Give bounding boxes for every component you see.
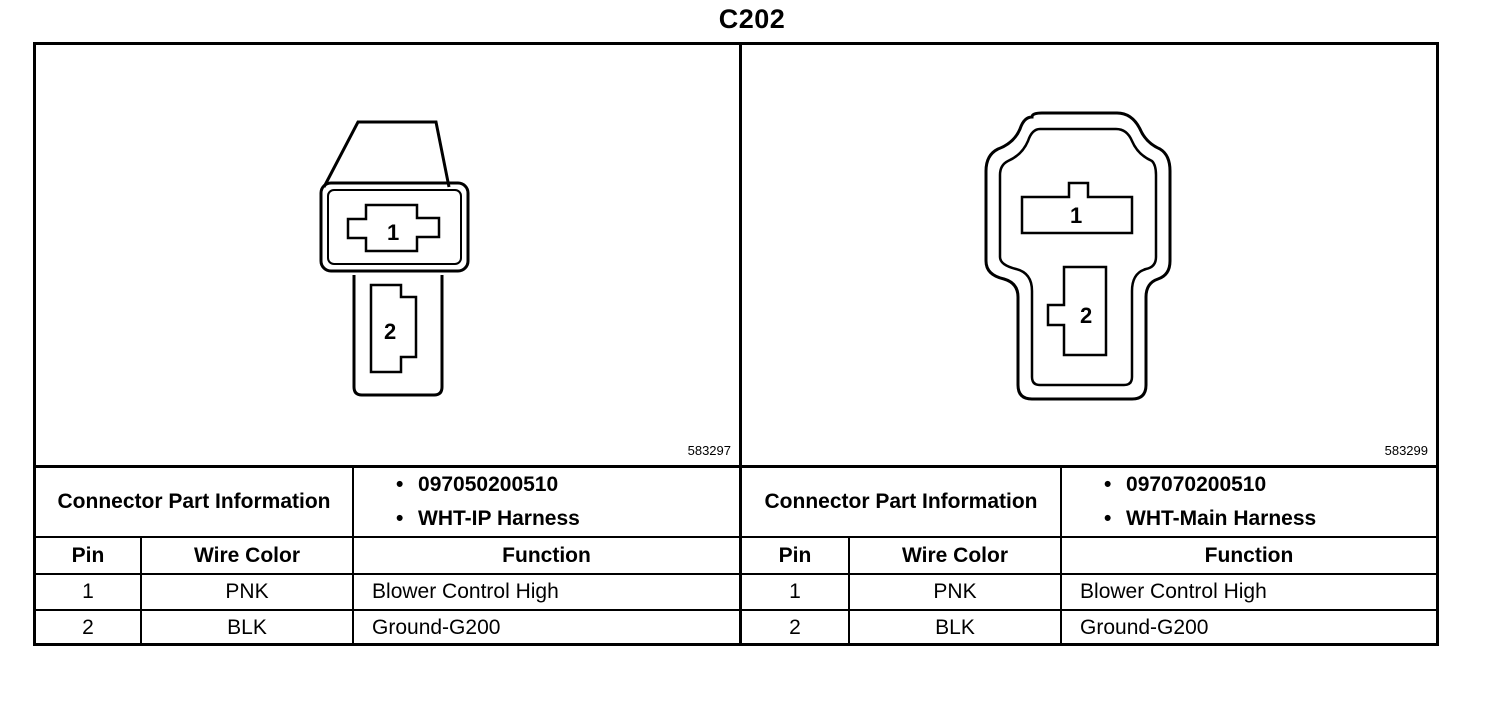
right-pin-label-1: 1 (1070, 203, 1082, 228)
left-pin-label-2: 2 (384, 319, 396, 344)
left-header-wire-color: Wire Color (139, 536, 355, 575)
table-row: 2 BLK Ground-G200 (36, 609, 739, 645)
table-row: 1 PNK Blower Control High (36, 573, 739, 611)
left-row-2-wire-color: BLK (139, 609, 355, 645)
right-pin-label-2: 2 (1080, 303, 1092, 328)
left-connector-part-label: Connector Part Information (36, 465, 355, 538)
right-header-function: Function (1060, 536, 1436, 575)
connector-frame: 1 2 583297 Connector Part Information •0… (33, 42, 1439, 646)
right-part-number: •097070200510 (1104, 473, 1267, 496)
left-header-function: Function (352, 536, 739, 575)
right-row-2-wire-color: BLK (847, 609, 1063, 645)
left-row-2-function: Ground-G200 (352, 609, 739, 645)
left-connector-shell-inner (327, 189, 462, 265)
right-part-info-cell: •097070200510 •WHT-Main Harness (1060, 465, 1436, 538)
left-harness: •WHT-IP Harness (396, 507, 580, 530)
left-pin-label-1: 1 (387, 220, 399, 245)
right-figure-id: 583299 (1384, 443, 1428, 458)
left-connector-tab (322, 120, 451, 188)
right-connector-table: Connector Part Information •097070200510… (742, 465, 1436, 645)
left-row-1-function: Blower Control High (352, 573, 739, 611)
right-row-2-function: Ground-G200 (1060, 609, 1436, 645)
left-connector-panel: 1 2 583297 Connector Part Information •0… (36, 45, 742, 645)
table-row: 2 BLK Ground-G200 (742, 609, 1436, 645)
right-connector-shell-inner (998, 127, 1158, 387)
left-row-2-pin: 2 (36, 609, 142, 645)
left-part-number: •097050200510 (396, 473, 559, 496)
left-connector-table: Connector Part Information •097050200510… (36, 465, 739, 645)
right-header-pin: Pin (742, 536, 850, 575)
right-connector-part-label: Connector Part Information (742, 465, 1063, 538)
right-cavity-2 (1046, 265, 1108, 357)
left-figure-id: 583297 (687, 443, 731, 458)
table-row: 1 PNK Blower Control High (742, 573, 1436, 611)
left-connector-shell-outer (319, 181, 470, 273)
right-row-1-function: Blower Control High (1060, 573, 1436, 611)
right-row-2-pin: 2 (742, 609, 850, 645)
right-connector-shell-outer (984, 111, 1172, 401)
left-row-1-pin: 1 (36, 573, 142, 611)
left-cavity-2 (369, 283, 418, 374)
right-cavity-1 (1020, 181, 1134, 235)
right-harness: •WHT-Main Harness (1104, 507, 1317, 530)
left-connector-lower-body (352, 275, 444, 397)
right-row-1-wire-color: PNK (847, 573, 1063, 611)
connector-title: C202 (718, 4, 786, 34)
left-header-pin: Pin (36, 536, 142, 575)
right-connector-panel: 1 2 583299 Connector Part Information •0… (742, 45, 1436, 645)
right-connector-drawing: 1 2 (984, 111, 1172, 401)
right-header-wire-color: Wire Color (847, 536, 1063, 575)
left-row-1-wire-color: PNK (139, 573, 355, 611)
left-cavity-1 (346, 203, 441, 253)
left-connector-drawing: 1 2 (319, 120, 470, 397)
left-part-info-cell: •097050200510 •WHT-IP Harness (352, 465, 739, 538)
right-row-1-pin: 1 (742, 573, 850, 611)
